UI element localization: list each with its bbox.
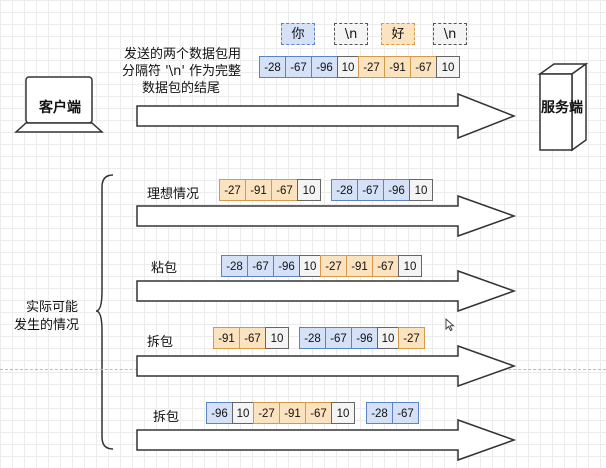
- mouse-cursor-icon: [445, 317, 455, 332]
- byte-cell: -67: [271, 179, 298, 201]
- byte-cell: -96: [206, 402, 233, 424]
- server-cube-icon: [532, 60, 592, 154]
- byte-cell: 10: [377, 327, 399, 349]
- char-box-newline: \n: [433, 23, 467, 45]
- byte-cell: 10: [299, 255, 321, 277]
- top-description-line-2: 分隔符 '\n' 作为完整: [122, 64, 242, 79]
- char-box-ni: 你: [281, 23, 315, 45]
- top-transfer-arrow: [136, 92, 517, 140]
- byte-cell: -28: [221, 255, 248, 277]
- byte-cell: 10: [297, 179, 321, 201]
- sticky-transfer-arrow: [136, 269, 517, 313]
- byte-cell: -27: [398, 327, 425, 349]
- row-label-ideal: 理想情况: [147, 187, 200, 202]
- row-label-sticky: 粘包: [151, 261, 178, 276]
- byte-cell: -91: [346, 255, 373, 277]
- byte-cell: -28: [299, 327, 326, 349]
- split-transfer-arrow-1: [136, 344, 517, 388]
- byte-cell: -67: [410, 56, 437, 78]
- scenarios-label-line-1: 实际可能: [26, 300, 79, 315]
- byte-cell: -28: [259, 56, 286, 78]
- byte-cell: -91: [279, 402, 306, 424]
- byte-cell: -96: [273, 255, 300, 277]
- split-transfer-arrow-2: [136, 418, 517, 462]
- char-box-newline: \n: [334, 23, 368, 45]
- byte-cell: -27: [358, 56, 385, 78]
- byte-cell: 10: [409, 179, 433, 201]
- client-label: 客户端: [39, 100, 81, 116]
- scenarios-brace: [95, 174, 114, 450]
- scenarios-label-line-2: 发生的情况: [14, 318, 80, 333]
- byte-cell: -67: [372, 255, 399, 277]
- byte-cell: -28: [366, 402, 393, 424]
- byte-cell: -96: [383, 179, 410, 201]
- ideal-transfer-arrow: [136, 194, 517, 238]
- row-label-split: 拆包: [147, 335, 174, 350]
- byte-cell: 10: [398, 255, 422, 277]
- char-box-hao: 好: [381, 23, 415, 45]
- byte-cell: -91: [213, 327, 240, 349]
- byte-cell: 10: [436, 56, 460, 78]
- byte-cell: -27: [253, 402, 280, 424]
- byte-cell: -67: [392, 402, 419, 424]
- client-laptop-icon: [14, 74, 104, 134]
- byte-cell: -96: [311, 56, 338, 78]
- server-label: 服务端: [541, 100, 583, 116]
- byte-cell: -67: [305, 402, 332, 424]
- byte-cell: -67: [285, 56, 312, 78]
- top-description-line-1: 发送的两个数据包用: [124, 47, 242, 62]
- byte-cell: 10: [265, 327, 289, 349]
- byte-cell: -91: [384, 56, 411, 78]
- byte-cell: 10: [331, 402, 355, 424]
- byte-cell: -27: [320, 255, 347, 277]
- byte-cell: -67: [239, 327, 266, 349]
- byte-cell: -67: [357, 179, 384, 201]
- row-label-split: 拆包: [153, 410, 180, 425]
- byte-cell: -91: [245, 179, 272, 201]
- byte-cell: 10: [337, 56, 359, 78]
- top-description-line-3: 数据包的结尾: [142, 81, 221, 96]
- byte-cell: -28: [331, 179, 358, 201]
